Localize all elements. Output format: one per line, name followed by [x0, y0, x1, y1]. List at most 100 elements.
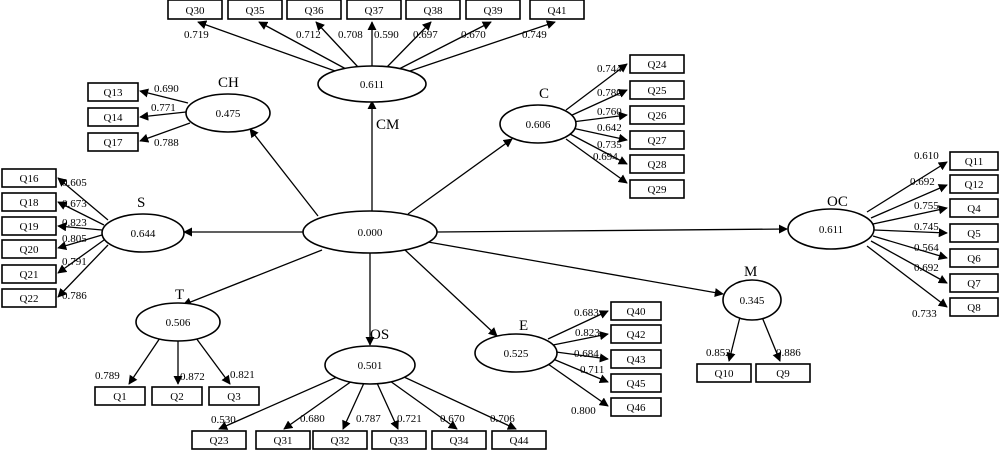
- item-label-q46: Q46: [627, 402, 646, 414]
- item-box-q13: [87, 82, 139, 102]
- loading-q20: 0.805: [62, 233, 87, 245]
- edge-cm-q30: [197, 20, 336, 72]
- item-label-q38: Q38: [424, 5, 443, 17]
- loading-q2: 0.872: [180, 371, 205, 383]
- item-label-q29: Q29: [648, 184, 667, 196]
- item-label-q26: Q26: [648, 110, 667, 122]
- item-box-q33: [371, 430, 427, 450]
- loading-q40: 0.683: [574, 307, 599, 319]
- item-label-q11: Q11: [965, 156, 984, 168]
- item-label-q7: Q7: [967, 278, 981, 290]
- edge-c-q24: [565, 63, 628, 111]
- item-label-q30: Q30: [186, 5, 205, 17]
- item-box-q17: [87, 132, 139, 152]
- item-box-q21: [1, 264, 57, 284]
- construct-e-group: Q40 Q42 Q43 Q45 Q46 0.683 0.823 0.684 0.…: [474, 301, 662, 417]
- edge-e-q43: [555, 351, 609, 363]
- edge-s-q20: [57, 234, 103, 251]
- edge-os-q23: [218, 376, 338, 430]
- structural-paths: [182, 100, 788, 346]
- construct-value-oc: 0.611: [819, 224, 843, 236]
- path-center-e: [404, 249, 498, 337]
- item-label-q34: Q34: [450, 435, 469, 447]
- construct-ellipse-s: [101, 213, 185, 253]
- construct-ellipse-center: [302, 210, 438, 254]
- item-box-q11: [949, 151, 999, 171]
- item-label-q32: Q32: [331, 435, 350, 447]
- construct-value-cm: 0.611: [360, 79, 384, 91]
- construct-value-c: 0.606: [526, 119, 551, 131]
- edge-s-q19: [57, 222, 103, 232]
- item-box-q45: [610, 373, 662, 393]
- edge-os-q32: [342, 382, 365, 430]
- item-box-q27: [629, 130, 685, 150]
- construct-oc-group: Q11 Q12 Q4 Q5 Q6 Q7 Q8 0.610 0.692 0.755…: [787, 150, 999, 320]
- construct-cm-group: Q30 Q35 Q36 Q37 Q38 Q39 Q41 0.719 0.712 …: [167, 0, 585, 133]
- item-label-q1: Q1: [113, 391, 126, 403]
- loading-q34: 0.670: [440, 413, 465, 425]
- item-box-q22: [1, 288, 57, 308]
- item-box-q26: [629, 105, 685, 125]
- item-box-q9: [755, 363, 811, 383]
- item-label-q18: Q18: [20, 197, 39, 209]
- item-label-q33: Q33: [390, 435, 409, 447]
- edge-s-q16: [57, 177, 109, 221]
- item-box-q46: [610, 397, 662, 417]
- loading-q24: 0.744: [597, 63, 622, 75]
- edge-cm-q36: [315, 21, 359, 68]
- edge-c-q26: [571, 111, 628, 123]
- construct-label-cm: CM: [376, 117, 399, 133]
- path-center-oc: [436, 224, 788, 234]
- loading-q42: 0.823: [575, 327, 600, 339]
- loading-q6: 0.564: [914, 242, 939, 254]
- loading-q29: 0.694: [593, 151, 618, 163]
- construct-center-group: 0.000: [302, 210, 438, 254]
- item-label-q8: Q8: [967, 302, 981, 314]
- item-label-q10: Q10: [715, 368, 734, 380]
- edge-oc-q4: [872, 205, 948, 225]
- construct-ellipse-cm: [317, 65, 427, 103]
- loading-q33: 0.721: [397, 413, 422, 425]
- edge-os-q31: [283, 380, 353, 430]
- item-box-q8: [949, 297, 999, 317]
- edge-c-q25: [569, 89, 628, 117]
- item-box-q19: [1, 216, 57, 236]
- loading-q41: 0.749: [522, 29, 547, 41]
- loading-q4: 0.755: [914, 200, 939, 212]
- loading-q28: 0.735: [597, 139, 622, 151]
- construct-value-center: 0.000: [358, 227, 383, 239]
- construct-value-os: 0.501: [358, 360, 383, 372]
- item-label-q43: Q43: [627, 354, 646, 366]
- edge-s-q21: [57, 239, 105, 274]
- construct-label-t: T: [175, 287, 184, 303]
- item-label-q21: Q21: [20, 269, 39, 281]
- construct-value-ch: 0.475: [216, 108, 241, 120]
- item-label-q23: Q23: [210, 435, 229, 447]
- item-label-q37: Q37: [365, 5, 384, 17]
- construct-value-s: 0.644: [131, 228, 156, 240]
- item-label-q42: Q42: [627, 329, 646, 341]
- construct-os-group: Q23 Q31 Q32 Q33 Q34 Q44 0.530 0.680 0.78…: [191, 327, 547, 450]
- loading-q43: 0.684: [574, 348, 599, 360]
- edge-os-q44: [403, 376, 517, 430]
- construct-value-t: 0.506: [166, 317, 191, 329]
- item-box-q6: [949, 248, 999, 268]
- item-box-q23: [191, 430, 247, 450]
- loading-q36: 0.708: [338, 29, 363, 41]
- item-label-q16: Q16: [20, 173, 39, 185]
- item-label-q17: Q17: [104, 137, 123, 149]
- item-box-q39: [465, 0, 521, 20]
- loading-q38: 0.697: [413, 29, 438, 41]
- item-label-q6: Q6: [967, 253, 981, 265]
- item-label-q44: Q44: [510, 435, 529, 447]
- edge-s-q18: [57, 201, 105, 226]
- loading-q1: 0.789: [95, 370, 120, 382]
- item-box-q42: [610, 324, 662, 344]
- path-center-t: [182, 249, 323, 307]
- item-label-q5: Q5: [967, 228, 981, 240]
- loading-q14: 0.771: [151, 102, 176, 114]
- edge-c-q28: [569, 133, 628, 165]
- edge-oc-q12: [870, 184, 948, 219]
- loading-q13: 0.690: [154, 83, 179, 95]
